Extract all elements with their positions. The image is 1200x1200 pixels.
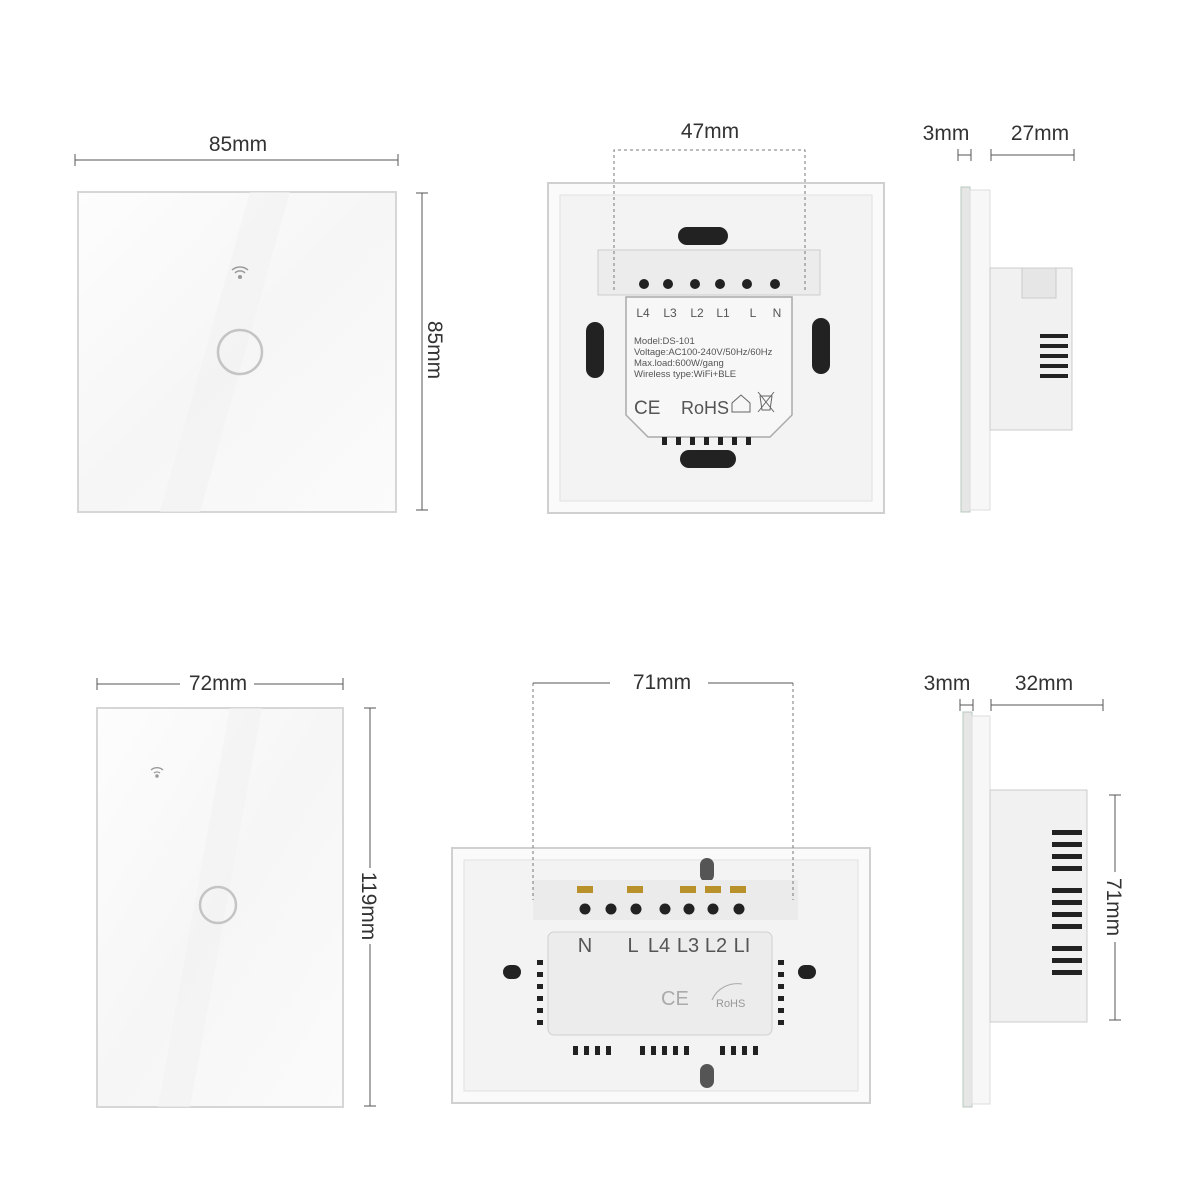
- top-back-view: L4 L3 L2 L1 L N Model:DS-101 Voltage:AC1…: [547, 120, 885, 514]
- terminal-label: L2: [705, 935, 727, 957]
- terminal-label: L2: [690, 306, 704, 320]
- top-side-view: 3mm 27mm: [923, 122, 1075, 513]
- bottom-back-width-label: 71mm: [633, 671, 691, 694]
- terminal-label: L3: [663, 306, 677, 320]
- house-icon: [731, 394, 751, 413]
- leaf-icon: [711, 983, 743, 1001]
- terminal-label: N: [578, 935, 592, 957]
- ce-mark: CE: [661, 988, 689, 1010]
- top-back-width-label: 47mm: [681, 120, 739, 143]
- terminal-label: L: [627, 935, 638, 957]
- ce-mark: CE: [634, 398, 660, 419]
- terminal-label: L4: [648, 935, 670, 957]
- terminal-label: LI: [734, 935, 751, 957]
- terminal-label: N: [773, 306, 782, 320]
- bottom-back-view: N L L4 L3 L2 LI CE RoHS 71mm: [451, 671, 871, 1104]
- bottom-side-depth-label: 32mm: [1015, 672, 1073, 695]
- weee-bin-icon: [757, 391, 775, 413]
- bottom-side-view: 3mm 32mm 71mm: [924, 672, 1127, 1108]
- module-housing: [547, 931, 773, 1036]
- rohs-mark: RoHS: [681, 398, 729, 418]
- top-front-height-label: 85mm: [423, 321, 446, 379]
- top-side-glass-label: 3mm: [923, 122, 970, 145]
- terminal-label: L1: [716, 306, 730, 320]
- voltage-text: Voltage:AC100-240V/50Hz/60Hz: [634, 347, 773, 358]
- bottom-front-width-label: 72mm: [189, 672, 247, 695]
- terminal-label: L4: [636, 306, 650, 320]
- bottom-front-height-label: 119mm: [357, 872, 380, 940]
- top-front-width-label: 85mm: [209, 133, 267, 156]
- rohs-mark: RoHS: [716, 998, 745, 1010]
- model-text: Model:DS-101: [634, 336, 695, 347]
- wireless-type-text: Wireless type:WiFi+BLE: [634, 369, 736, 380]
- touch-button-ring: [198, 885, 238, 925]
- wifi-icon: [150, 767, 164, 778]
- top-side-depth-label: 27mm: [1011, 122, 1069, 145]
- top-front-view: 85mm 85mm: [74, 133, 446, 513]
- spec-label: [625, 296, 793, 438]
- terminal-label: L3: [677, 935, 699, 957]
- bottom-front-view: 72mm 119mm: [96, 670, 382, 1108]
- bottom-side-glass-label: 3mm: [924, 672, 971, 695]
- max-load-text: Max.load:600W/gang: [634, 358, 724, 369]
- terminal-label: L: [750, 306, 757, 320]
- bottom-side-height-label: 71mm: [1102, 878, 1125, 936]
- wifi-icon: [231, 266, 249, 280]
- touch-button-ring: [216, 328, 264, 376]
